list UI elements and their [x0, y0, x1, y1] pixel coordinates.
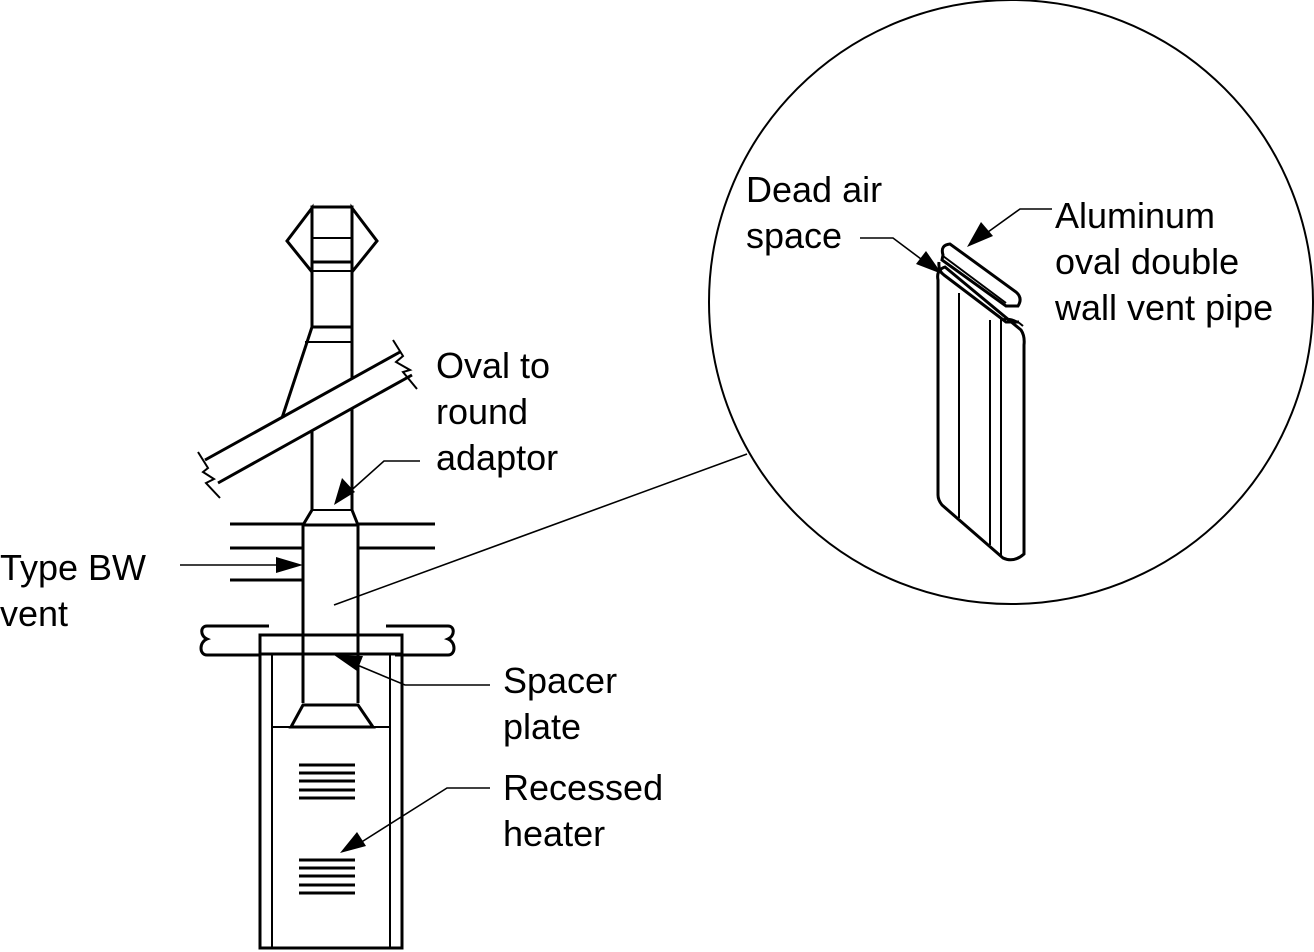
detail-circle	[708, 0, 1314, 605]
label-type-bw-vent: Type BW vent	[0, 547, 156, 634]
ceiling-slab	[199, 624, 456, 657]
oval-double-wall-pipe	[936, 242, 1026, 562]
leader-dead-air-space	[860, 237, 942, 274]
label-spacer-plate: Spacer plate	[503, 660, 627, 747]
vent-cap-left-flare	[285, 203, 314, 277]
recessed-heater	[258, 633, 404, 950]
vent-cap-right-flare	[350, 203, 379, 277]
break-symbol-left	[197, 451, 221, 499]
leader-recessed-heater	[340, 787, 490, 853]
label-dead-air-space: Dead air space	[746, 169, 892, 256]
lower-louver	[299, 858, 355, 895]
offset-transition	[280, 325, 352, 419]
leader-aluminum	[967, 208, 1052, 247]
detail-callout-line	[333, 453, 748, 606]
label-recessed-heater: Recessed heater	[503, 767, 673, 854]
label-oval-to-round: Oval to round adaptor	[436, 345, 560, 478]
break-symbol-right	[392, 339, 418, 390]
floor-framing	[230, 522, 435, 582]
upper-vent-pipe	[310, 205, 354, 329]
leader-oval-to-round	[334, 460, 420, 505]
upper-louver	[299, 763, 355, 800]
vent-cap	[285, 203, 379, 329]
roof-rafter	[197, 339, 418, 499]
leader-spacer-plate	[334, 655, 490, 686]
label-aluminum-pipe: Aluminum oval double wall vent pipe	[1054, 195, 1273, 328]
leader-type-bw	[180, 557, 303, 573]
